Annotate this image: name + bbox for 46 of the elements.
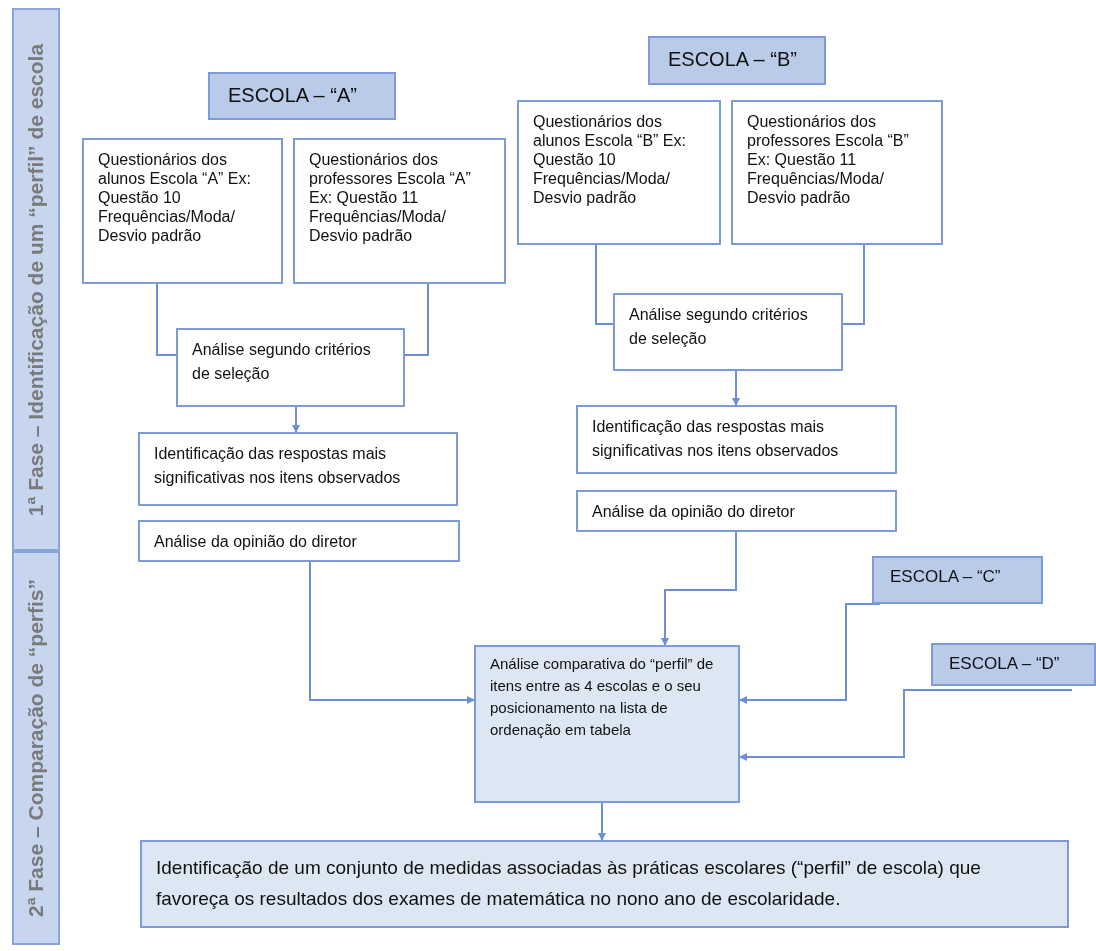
box-text: Análise comparativa do “perfil” de itens entre as 4 escolas e o seu posicionamento na lista de ordenação em tabela — [489, 654, 715, 740]
connector-line — [595, 244, 614, 325]
result-box — [140, 840, 1069, 928]
phase-band — [12, 551, 60, 945]
phase-band — [12, 8, 60, 551]
school-header-box — [648, 36, 826, 85]
box-text: Identificação de um conjunto de medidas associadas às práticas escolares (“perfil” de escola) que favoreça os resultados dos exames de matemática no nono ano de escolaridade. — [155, 856, 982, 911]
arrow — [739, 689, 1073, 761]
box-text: Análise segundo critérios de seleção — [628, 305, 809, 349]
box-text: Análise segundo critérios de seleção — [191, 340, 372, 384]
box-text: Questionários dos alunos Escola “B” Ex: Questão 10 Frequências/Moda/ Desvio padrão — [532, 112, 687, 208]
box-text: ESCOLA – “B” — [667, 47, 798, 72]
process-box — [613, 293, 843, 371]
arrow — [732, 370, 740, 406]
questionnaire-box — [731, 100, 943, 245]
box-text: Identificação das respostas mais significativas nos itens observados — [591, 417, 840, 461]
process-box — [138, 432, 458, 506]
box-text: ESCOLA – “C” — [889, 566, 1002, 588]
comparison-box — [474, 645, 740, 803]
box-text: ESCOLA – “A” — [227, 83, 358, 108]
process-box — [576, 490, 897, 532]
school-header-box — [931, 643, 1096, 686]
phase-label: 2ª Fase – Comparação de “perfis” — [24, 578, 48, 918]
arrow — [292, 406, 300, 433]
box-text: Questionários dos professores Escola “B” Ex: Questão 11 Frequências/Moda/ Desvio padrão — [746, 112, 910, 208]
process-box — [176, 328, 405, 407]
box-text: Questionários dos alunos Escola “A” Ex: Questão 10 Frequências/Moda/ Desvio padrão — [97, 150, 252, 246]
school-header-box — [872, 556, 1043, 604]
box-text: Identificação das respostas mais significativas nos itens observados — [153, 444, 402, 488]
box-text: Análise da opinião do diretor — [591, 502, 796, 522]
box-text: Análise da opinião do diretor — [153, 532, 358, 552]
box-text: Questionários dos professores Escola “A” Ex: Questão 11 Frequências/Moda/ Desvio padrão — [308, 150, 472, 246]
box-text: ESCOLA – “D” — [948, 653, 1061, 675]
questionnaire-box — [517, 100, 721, 245]
process-box — [138, 520, 460, 562]
questionnaire-box — [293, 138, 506, 284]
connector-line — [156, 283, 177, 356]
process-box — [576, 405, 897, 474]
arrow — [598, 802, 606, 841]
connector-line — [404, 283, 429, 356]
school-header-box — [208, 72, 396, 120]
arrow — [661, 531, 737, 646]
arrow — [309, 561, 475, 704]
connector-line — [842, 244, 865, 325]
phase-label: 1ª Fase – Identificação de um “perfil” de escola — [24, 43, 48, 516]
questionnaire-box — [82, 138, 283, 284]
